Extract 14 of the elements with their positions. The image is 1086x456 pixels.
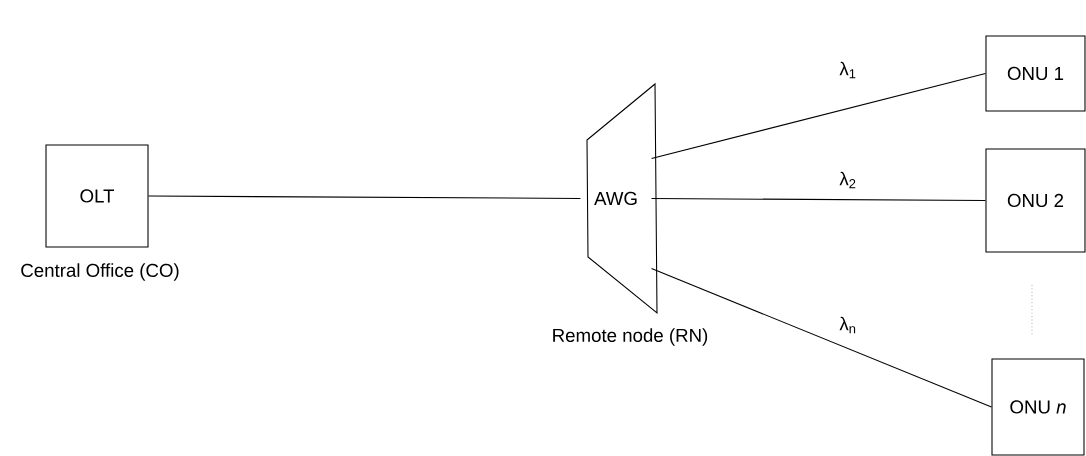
device-box: ONU n xyxy=(991,358,1085,456)
wavelength-label: λ$_{n}$ xyxy=(839,316,856,334)
location-caption: Central Office (CO) xyxy=(21,263,179,281)
device-box: OLT xyxy=(45,144,149,248)
device-box: ONU 1 xyxy=(985,35,1086,112)
awg-trapezoid: AWG xyxy=(586,82,658,315)
wavelength-label: λ$_{1}$ xyxy=(839,61,856,79)
location-caption: Remote node (RN) xyxy=(553,328,708,346)
wavelength-label: λ$_{2}$ xyxy=(839,171,856,189)
fiber-line xyxy=(148,195,581,200)
fiber-line xyxy=(651,267,992,408)
fiber-line xyxy=(651,197,986,202)
device-box: ONU 2 xyxy=(985,148,1086,253)
fiber-line xyxy=(651,72,986,160)
